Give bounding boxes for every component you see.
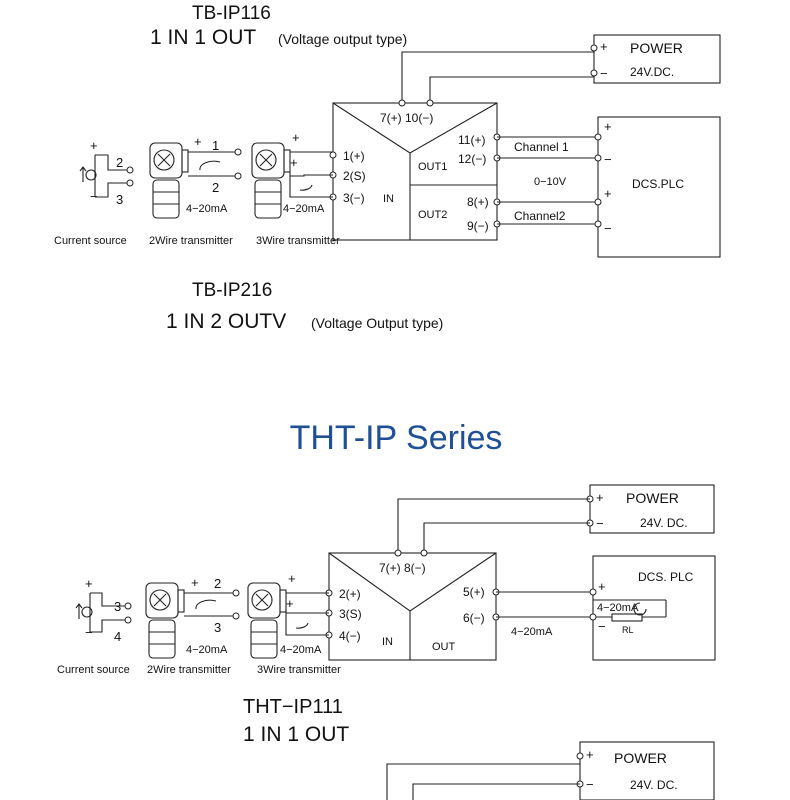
svg-text:12(−): 12(−)	[458, 152, 486, 166]
svg-text:+: +	[292, 130, 300, 145]
top-out1-label: OUT1	[418, 161, 447, 173]
footer-power-box: + − POWER 24V. DC.	[579, 741, 715, 800]
svg-text:+: +	[604, 186, 612, 201]
mid-subtitle-main: 1 IN 2 OUTV	[166, 310, 286, 333]
top-power-box: + − POWER 24V.DC.	[593, 34, 721, 84]
svg-text:8(+): 8(+)	[467, 195, 489, 209]
bottom-power-label: POWER	[626, 490, 679, 506]
svg-text:4−20mA: 4−20mA	[186, 644, 228, 656]
bottom-power-terminals: 7(+) 8(−)	[379, 561, 426, 575]
top-3wire-transmitter: + + 4−20mA	[251, 130, 333, 219]
svg-text:−: −	[604, 152, 612, 167]
top-current-source: + − 2 3	[79, 138, 134, 207]
top-channel1: Channel 1	[514, 140, 569, 154]
top-caption-2wire: 2Wire transmitter	[149, 235, 233, 247]
top-dcs-box: + − + − DCS.PLC	[597, 116, 721, 258]
svg-text:+: +	[286, 596, 294, 611]
svg-text:+: +	[604, 119, 612, 134]
svg-text:3: 3	[116, 192, 123, 207]
svg-text:4−20mA: 4−20mA	[283, 203, 325, 215]
svg-text:1: 1	[212, 138, 219, 153]
top-subtitle-paren: (Voltage output type)	[278, 31, 407, 47]
svg-text:+: +	[191, 575, 199, 590]
footer-subtitle: 1 IN 1 OUT	[243, 723, 349, 746]
footer-power-label: POWER	[614, 750, 667, 766]
svg-text:−: −	[598, 619, 606, 634]
svg-text:3(−): 3(−)	[343, 191, 365, 205]
svg-text:−: −	[586, 777, 594, 792]
top-range: 0−10V	[534, 176, 567, 188]
footer-model-label: THT−IP111	[243, 696, 343, 718]
footer-power-voltage: 24V. DC.	[630, 778, 678, 792]
svg-text:+: +	[194, 134, 202, 149]
svg-text:−: −	[90, 189, 98, 204]
series-title: THT-IP Series	[290, 419, 503, 457]
bottom-current-source: + − 3 4	[75, 576, 132, 644]
top-in-label: IN	[383, 193, 394, 205]
bottom-dcs-box: + − DCS. PLC 4−20mA RL	[592, 555, 716, 661]
svg-text:+: +	[586, 747, 594, 762]
bottom-3wire-transmitter: + + 4−20mA	[247, 571, 329, 659]
top-dcs-label: DCS.PLC	[632, 177, 684, 191]
svg-text:4−20mA: 4−20mA	[280, 644, 322, 656]
top-channel2: Channel2	[514, 209, 566, 223]
top-out2-label: OUT2	[418, 209, 447, 221]
bottom-caption-source: Current source	[57, 664, 130, 676]
svg-text:11(+): 11(+)	[458, 133, 485, 147]
svg-text:1(+): 1(+)	[343, 149, 365, 163]
top-power-label: POWER	[630, 40, 683, 56]
bottom-caption-2wire: 2Wire transmitter	[147, 664, 231, 676]
svg-text:2: 2	[212, 180, 219, 195]
mid-subtitle-paren: (Voltage Output type)	[311, 315, 443, 331]
svg-text:9(−): 9(−)	[467, 219, 489, 233]
svg-text:2: 2	[214, 576, 221, 591]
svg-text:+: +	[288, 571, 296, 586]
bottom-power-box: + − POWER 24V. DC.	[589, 484, 715, 534]
bottom-in-label: IN	[382, 636, 393, 648]
svg-text:+: +	[85, 576, 93, 591]
bottom-out-current: 4−20mA	[511, 626, 553, 638]
svg-text:6(−): 6(−)	[463, 611, 485, 625]
bottom-out-label: OUT	[432, 641, 456, 653]
top-subtitle-main: 1 IN 1 OUT	[150, 26, 256, 49]
top-module: 7(+) 10(−) 1(+) 2(S) 3(−) IN OUT1 OUT2 1…	[332, 102, 498, 241]
bottom-module: 7(+) 8(−) 2(+) 3(S) 4(−) IN OUT 5(+) 6(−…	[328, 552, 497, 661]
svg-text:+: +	[90, 138, 98, 153]
bottom-2wire-transmitter: + 2 3 4−20mA	[145, 575, 240, 659]
svg-text:−: −	[600, 66, 608, 81]
bottom-dcs-label: DCS. PLC	[638, 570, 694, 584]
svg-text:−: −	[596, 516, 604, 531]
top-power-voltage: 24V.DC.	[630, 65, 674, 79]
bottom-rl-label: RL	[622, 625, 634, 635]
svg-text:3: 3	[214, 620, 221, 635]
svg-text:4(−): 4(−)	[339, 629, 361, 643]
top-caption-source: Current source	[54, 235, 127, 247]
svg-text:+: +	[596, 490, 604, 505]
svg-text:4−20mA: 4−20mA	[186, 203, 228, 215]
svg-text:2: 2	[116, 155, 123, 170]
svg-text:2(+): 2(+)	[339, 587, 361, 601]
mid-model-label: TB-IP216	[192, 280, 272, 301]
top-caption-3wire: 3Wire transmitter	[256, 235, 340, 247]
svg-text:+: +	[600, 39, 608, 54]
top-power-terminals: 7(+) 10(−)	[380, 111, 433, 125]
bottom-power-voltage: 24V. DC.	[640, 516, 688, 530]
svg-text:3(S): 3(S)	[339, 607, 362, 621]
svg-text:+: +	[290, 155, 298, 170]
top-2wire-transmitter: + 1 2 4−20mA	[149, 134, 242, 219]
svg-text:2(S): 2(S)	[343, 169, 366, 183]
svg-text:−: −	[604, 221, 612, 236]
svg-text:5(+): 5(+)	[463, 585, 485, 599]
svg-text:3: 3	[114, 599, 121, 614]
bottom-dcs-current: 4−20mA	[597, 602, 639, 614]
svg-text:+: +	[598, 579, 606, 594]
top-model-label: TB-IP116	[192, 3, 271, 24]
svg-text:−: −	[85, 625, 93, 640]
svg-text:4: 4	[114, 629, 121, 644]
bottom-caption-3wire: 3Wire transmitter	[257, 664, 341, 676]
